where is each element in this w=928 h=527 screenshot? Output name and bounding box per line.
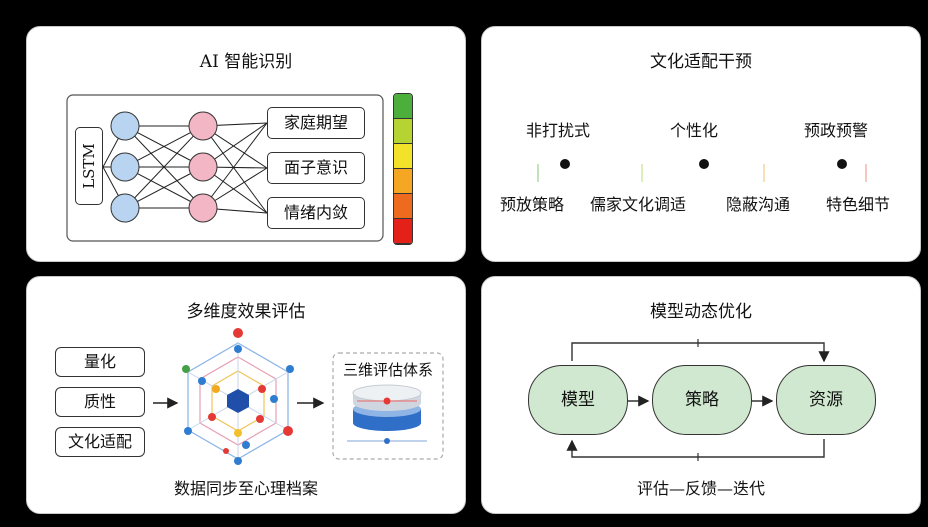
- eval-footer: 数据同步至心理档案: [173, 479, 318, 498]
- output-label: 家庭期望: [283, 113, 348, 132]
- system-label: 三维评估体系: [342, 361, 433, 379]
- output-box-face-awareness: 面子意识: [267, 152, 365, 184]
- input-label: 质性: [83, 392, 116, 411]
- timeline-marker: [560, 159, 570, 169]
- node-strategy: 策略: [652, 365, 752, 435]
- nn-edge: [124, 125, 204, 168]
- output-label: 面子意识: [283, 158, 348, 177]
- scale-segment: [394, 119, 412, 144]
- nn-input-node: [110, 152, 140, 182]
- input-box-cultural-fit: 文化适配: [55, 427, 145, 457]
- input-label: 量化: [83, 352, 116, 371]
- input-box-quantitative: 量化: [55, 347, 145, 377]
- nn-input-node: [110, 111, 140, 141]
- input-box-qualitative: 质性: [55, 387, 145, 417]
- risk-color-scale: [393, 93, 413, 245]
- lstm-label: LSTM: [80, 143, 99, 189]
- hexagon-network-icon: [182, 328, 294, 465]
- ai-panel-title: AI 智能识别: [199, 52, 293, 72]
- node-resource: 资源: [776, 365, 876, 435]
- neural-network-diagram: [66, 94, 384, 242]
- opt-footer: 评估—反馈—迭代: [636, 479, 765, 498]
- optimization-loop: [566, 339, 830, 461]
- ai-recognition-panel: AI 智能识别 LSTM 家庭期望 面子意识 情绪内敛: [26, 26, 466, 262]
- timeline-marker: [699, 159, 709, 169]
- scale-segment: [394, 219, 412, 244]
- nn-edge: [124, 166, 204, 209]
- opt-panel-title: 模型动态优化: [650, 302, 752, 322]
- bottom-label-details: 特色细节: [826, 195, 891, 214]
- bottom-label-strategy: 预放策略: [500, 195, 565, 214]
- stacked-disk-icon: [347, 384, 427, 444]
- node-model: 模型: [528, 365, 628, 435]
- eval-panel-title: 多维度效果评估: [186, 302, 306, 322]
- nn-hidden-node: [188, 111, 218, 141]
- output-box-emotion-restraint: 情绪内敛: [267, 197, 365, 229]
- nn-edge: [202, 125, 268, 214]
- optimization-panel: 模型动态优化 模型 策略 资源 评估—反馈—迭代: [481, 276, 921, 514]
- evaluation-graphic: [153, 328, 444, 465]
- node-label: 模型: [561, 390, 595, 410]
- top-label-personalized: 个性化: [670, 121, 719, 140]
- nn-input-node: [110, 193, 140, 223]
- nn-edge: [124, 125, 204, 209]
- node-label: 策略: [685, 390, 719, 410]
- culture-panel-title: 文化适配干预: [650, 52, 752, 72]
- intervention-timeline: [496, 159, 904, 182]
- scale-segment: [394, 94, 412, 119]
- output-box-family-expectation: 家庭期望: [267, 107, 365, 139]
- top-label-early-warning: 预政预警: [804, 121, 869, 140]
- culture-intervention-panel: 文化适配干预 非打扰式 个性化 预政预警 预放策略 儒家文化调适 隐蔽沟通 特色…: [481, 26, 921, 262]
- timeline-marker: [837, 159, 847, 169]
- node-label: 资源: [809, 390, 843, 410]
- nn-hidden-node: [188, 193, 218, 223]
- nn-hidden-node: [188, 152, 218, 182]
- top-label-non-intrusive: 非打扰式: [526, 121, 591, 140]
- scale-segment: [394, 144, 412, 169]
- scale-segment: [394, 194, 412, 219]
- bottom-label-confucian: 儒家文化调适: [590, 195, 687, 214]
- scale-segment: [394, 169, 412, 194]
- input-label: 文化适配: [67, 432, 132, 451]
- lstm-box: LSTM: [75, 127, 103, 205]
- output-label: 情绪内敛: [283, 203, 348, 222]
- bottom-label-covert-communication: 隐蔽沟通: [726, 195, 791, 214]
- system-frame: [332, 352, 444, 460]
- nn-edge: [202, 122, 268, 209]
- evaluation-panel: 多维度效果评估 量化 质性 文化适配: [26, 276, 466, 514]
